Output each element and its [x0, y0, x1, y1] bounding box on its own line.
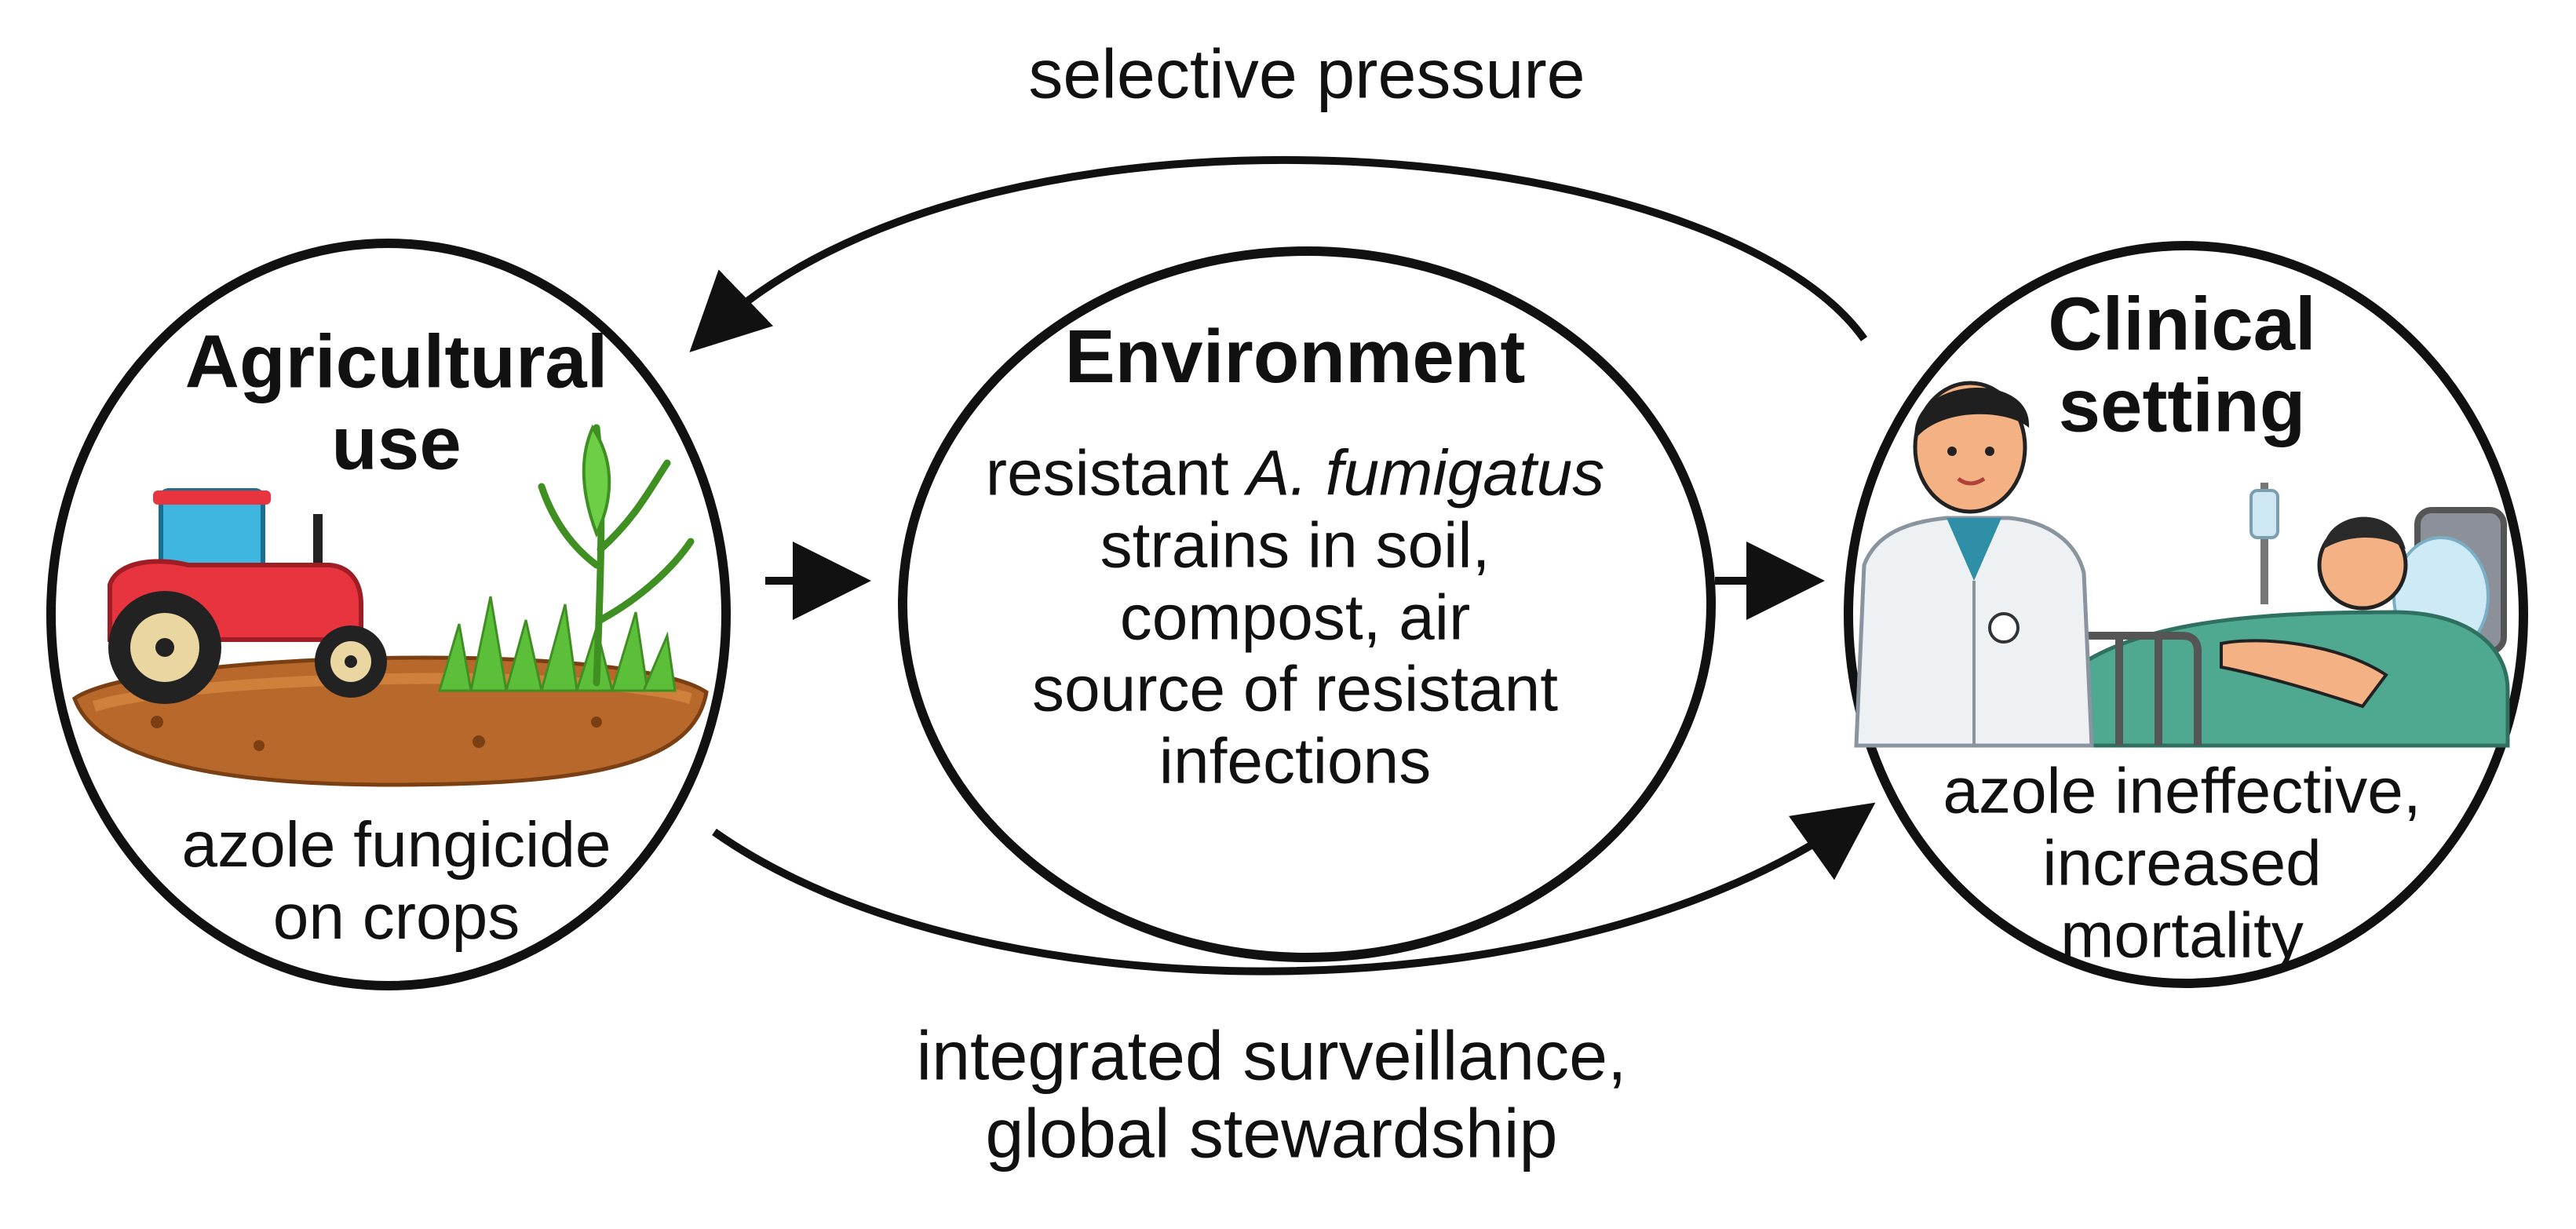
clinical-title-line2: setting: [2058, 363, 2306, 447]
agricultural-desc-line1: azole fungicide: [181, 809, 611, 881]
clinical-title: Clinical setting: [2048, 283, 2315, 446]
farm-illustration: [72, 424, 709, 787]
environment-title: Environment: [1064, 315, 1526, 399]
environment-description: resistant A. fumigatus strains in soil, …: [986, 437, 1604, 797]
grass-icon: [437, 596, 677, 692]
environment-line5: infections: [1158, 725, 1432, 797]
agricultural-desc-line2: on crops: [272, 881, 520, 953]
clinical-title-line1: Clinical: [2048, 282, 2316, 367]
selective-pressure-arrow: [689, 156, 1868, 352]
environment-line3: compost, air: [1119, 582, 1471, 654]
clinical-description: azole ineffective, increased mortality: [1943, 755, 2421, 971]
agricultural-description: azole fungicide on crops: [181, 809, 611, 954]
agricultural-title-line2: use: [331, 401, 462, 485]
bottom-arrow-label-line2: global stewardship: [985, 1094, 1558, 1172]
environment-line1: resistant A. fumigatus: [986, 437, 1604, 509]
top-arrow-label: selective pressure: [1028, 35, 1585, 113]
clinical-desc-line3: mortality: [2060, 899, 2304, 971]
bottom-arrow-label: integrated surveillance, global stewards…: [917, 1017, 1627, 1172]
clinical-desc-line2: increased: [2042, 827, 2322, 899]
environment-line4: source of resistant: [1032, 653, 1558, 725]
agricultural-use-node: [46, 239, 731, 990]
environment-line2: strains in soil,: [1100, 509, 1491, 582]
clinical-illustration: [1854, 381, 2510, 748]
tractor-icon: [108, 488, 387, 704]
bottom-arrow-label-line1: integrated surveillance,: [916, 1016, 1627, 1095]
agricultural-title-line1: Agricultural: [184, 319, 608, 404]
clinical-desc-line1: azole ineffective,: [1943, 755, 2421, 827]
environment-node: [898, 246, 1716, 962]
agricultural-title: Agricultural use: [185, 321, 608, 483]
plant-icon: [538, 424, 695, 687]
environment-line1-prefix: resistant: [985, 437, 1247, 509]
surveillance-arrow: [712, 802, 1876, 976]
species-name: A. fumigatus: [1246, 437, 1605, 509]
clinical-setting-node: [1844, 241, 2528, 988]
